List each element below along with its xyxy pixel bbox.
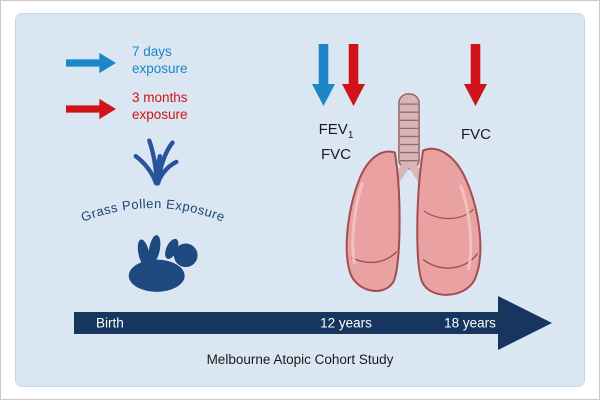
- blue-down-arrow-icon: [312, 44, 335, 106]
- blue-right-arrow-icon: [66, 52, 116, 74]
- fev1-text: FEV: [318, 121, 348, 138]
- grass-icon: [133, 138, 179, 186]
- red-down-arrow-icon-right: [464, 44, 487, 106]
- grass-pollen-label-text: Grass Pollen Exposure: [79, 196, 227, 225]
- right-lung-highlight: [459, 184, 473, 271]
- legend-label-7-days: 7 days exposure: [132, 44, 188, 76]
- milestone-12-years: 12 years: [320, 315, 372, 331]
- fvc-label: FVC: [461, 126, 491, 143]
- fev1-fvc-label: FEV1 FVC: [294, 120, 378, 164]
- svg-text:Grass Pollen Exposure: Grass Pollen Exposure: [79, 196, 227, 225]
- study-caption: Melbourne Atopic Cohort Study: [206, 352, 394, 367]
- left-lung-highlight: [351, 182, 364, 264]
- study-diagram-card: 7 days exposure 3 months exposure Grass …: [15, 13, 585, 387]
- lungs-illustration: [345, 93, 482, 296]
- left-lung-fissure: [351, 251, 398, 264]
- red-down-arrow-icon-left: [342, 44, 365, 106]
- trachea: [398, 93, 420, 170]
- right-lung-lower-fissure: [422, 253, 479, 269]
- grass-pollen-arc-label: Grass Pollen Exposure: [79, 196, 227, 225]
- milestone-birth: Birth: [96, 315, 124, 331]
- milestone-18-years: 18 years: [444, 315, 496, 331]
- baby-icon: [128, 235, 198, 292]
- right-lung: [416, 147, 482, 296]
- timeline-arrow-shape: [74, 296, 552, 350]
- legend-label-3-months: 3 months exposure: [132, 90, 188, 122]
- fev1-fvc-down-arrows: [312, 44, 365, 106]
- right-lung-upper-fissure: [423, 208, 475, 220]
- red-right-arrow-icon: [66, 98, 116, 120]
- fvc-left-text: FVC: [321, 146, 351, 163]
- fev1-subscript: 1: [347, 130, 354, 141]
- trachea-rings: [399, 103, 419, 162]
- timeline-arrow: Birth 12 years 18 years: [74, 294, 552, 352]
